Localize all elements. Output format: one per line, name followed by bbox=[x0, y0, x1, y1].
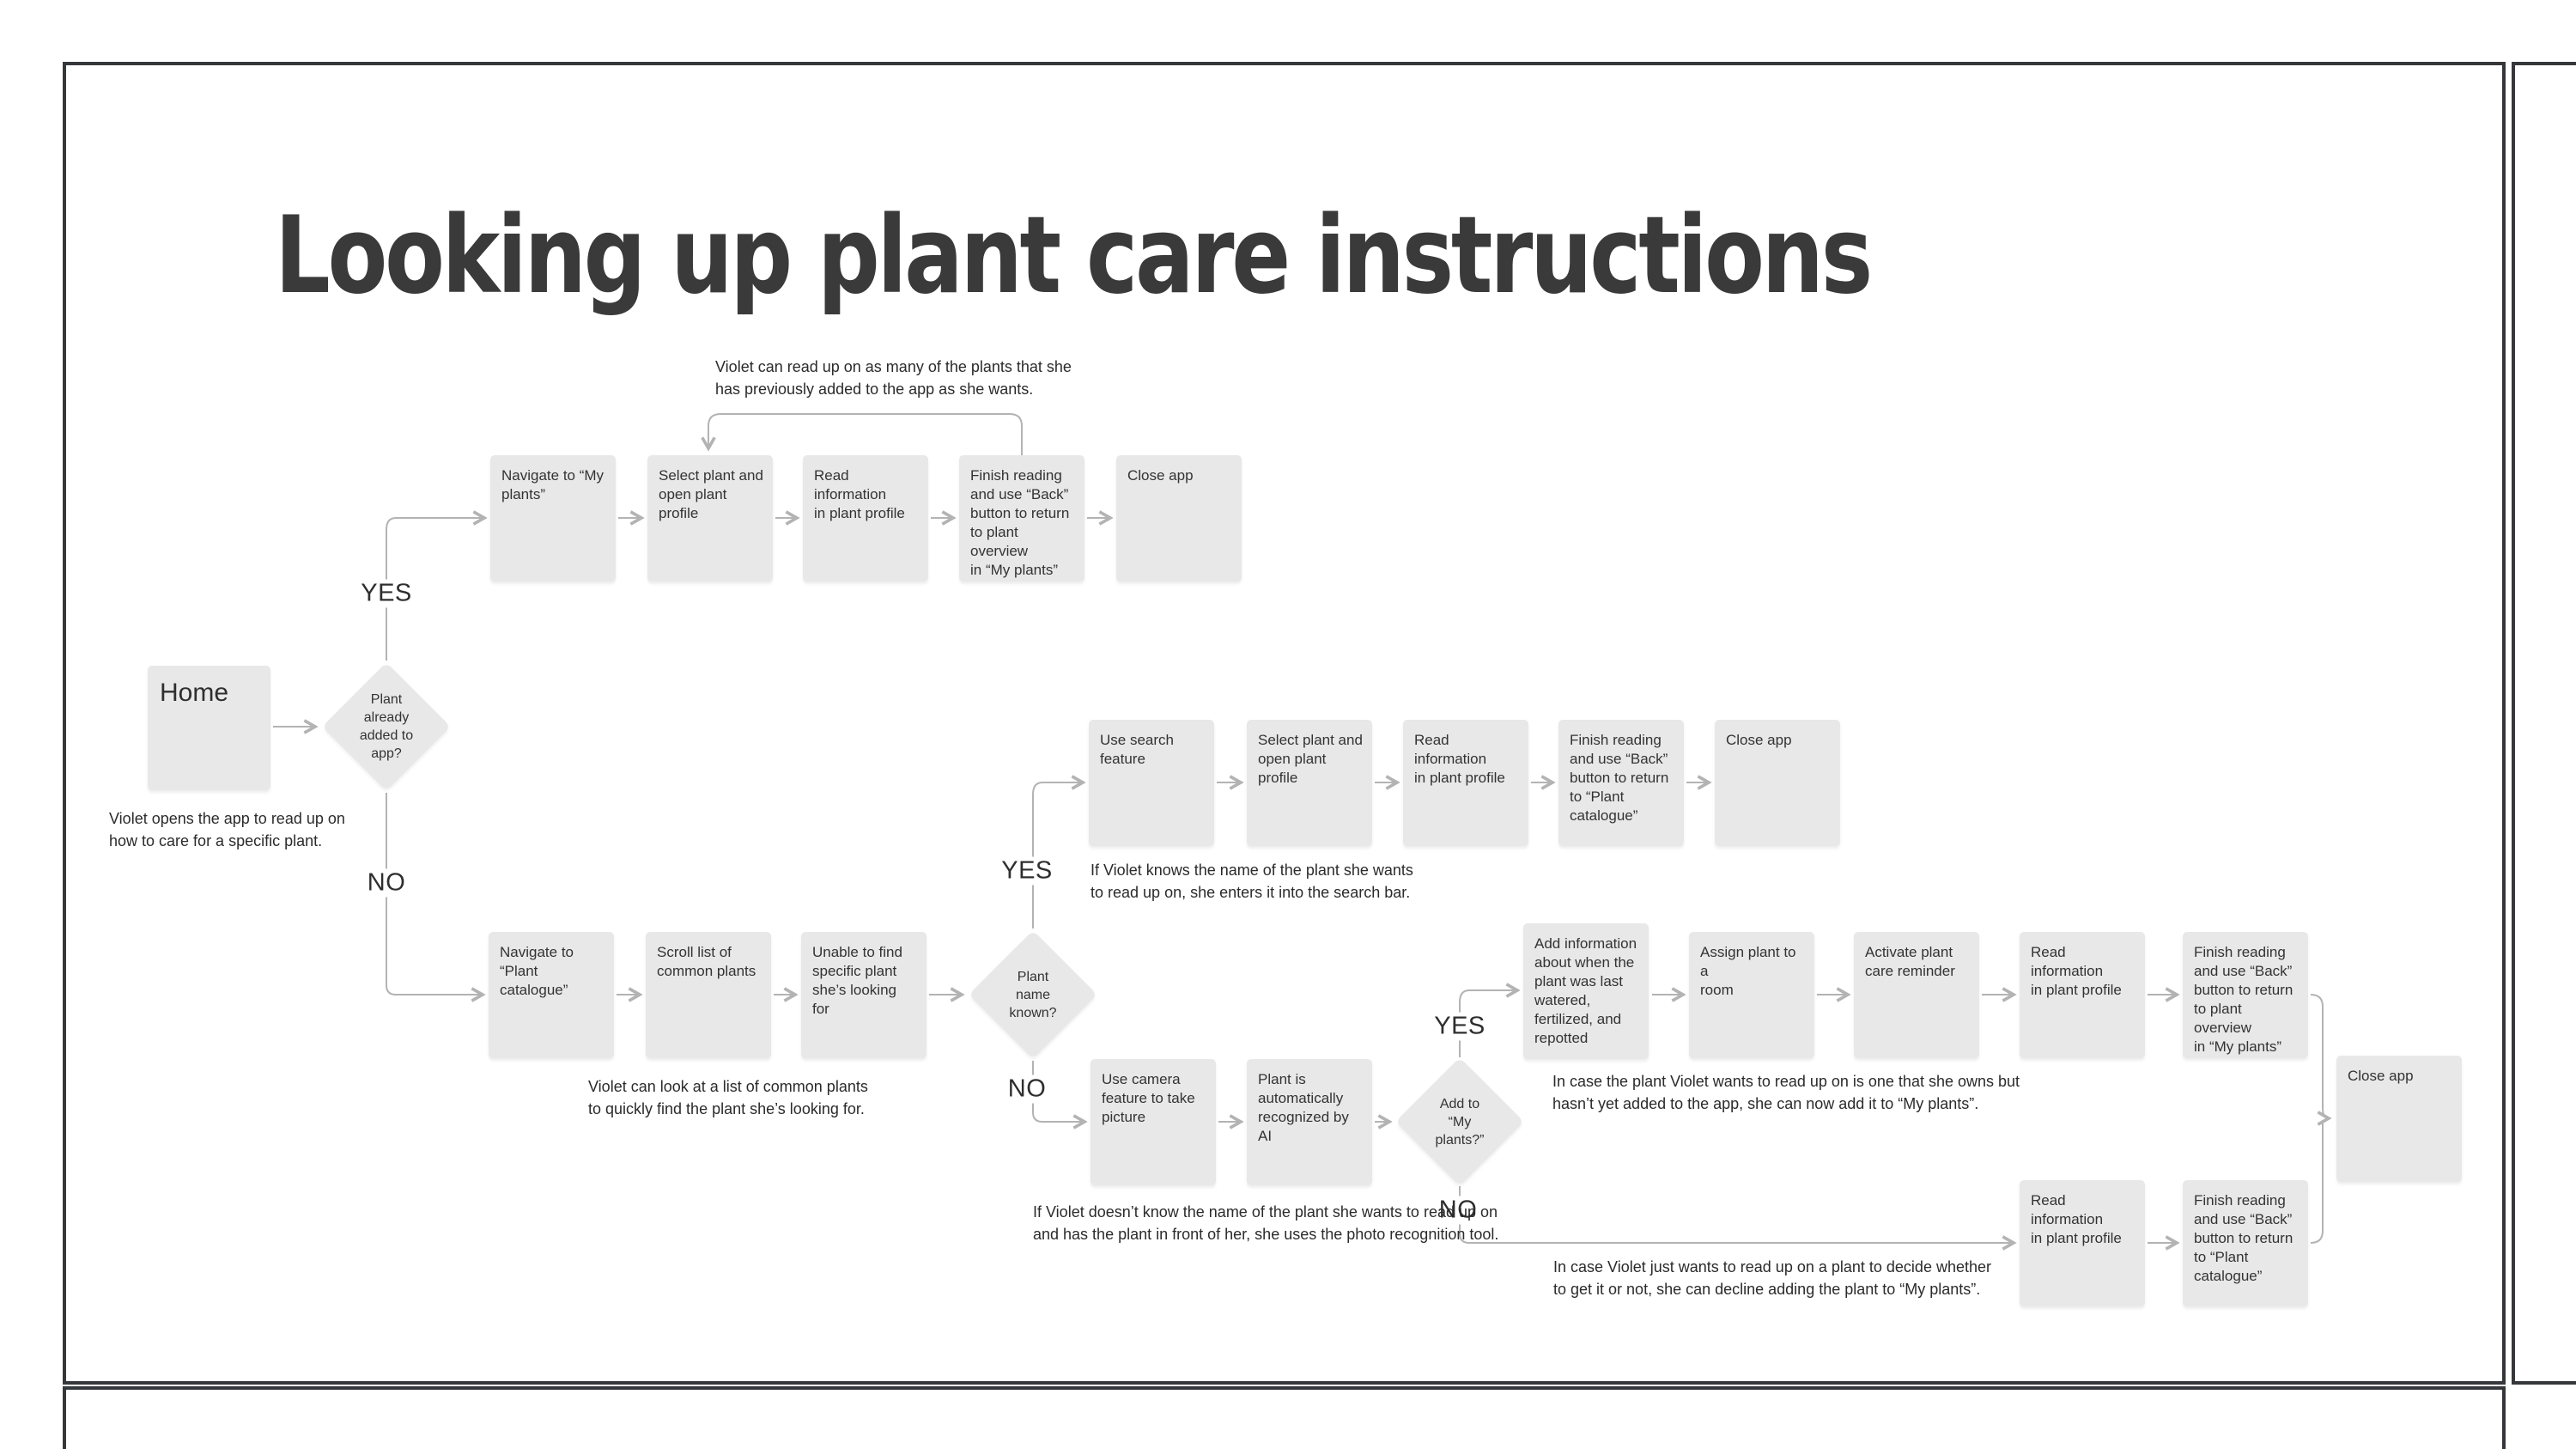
annotation-owned-plant: In case the plant Violet wants to read u… bbox=[1552, 1073, 2020, 1112]
flow-node-read-info-owned[interactable]: Read information in plant profile bbox=[2020, 932, 2145, 1058]
flow-node-finish-back-catalogue-declined[interactable]: Finish reading and use “Back” button to … bbox=[2183, 1180, 2308, 1306]
adjacent-frame-bottom bbox=[63, 1386, 2506, 1449]
flow-node-unable-to-find[interactable]: Unable to find specific plant she’s look… bbox=[801, 932, 927, 1058]
flow-node-read-info-search[interactable]: Read information in plant profile bbox=[1403, 720, 1528, 846]
adjacent-frame-right bbox=[2512, 62, 2576, 1385]
annotation-common-plants-list: Violet can look at a list of common plan… bbox=[588, 1078, 868, 1117]
flow-node-assign-room[interactable]: Assign plant to a room bbox=[1689, 932, 1814, 1058]
decision-plant-already-added[interactable]: Plant already added to app? bbox=[322, 662, 451, 791]
annotation-decline-adding: In case Violet just wants to read up on … bbox=[1553, 1258, 1991, 1298]
annotation-opens-app: Violet opens the app to read up on how t… bbox=[109, 810, 345, 849]
flow-node-finish-back-my-plants-top[interactable]: Finish reading and use “Back” button to … bbox=[959, 455, 1084, 581]
flow-node-close-app-right[interactable]: Close app bbox=[2336, 1056, 2462, 1182]
flow-node-select-plant-profile-search[interactable]: Select plant and open plant profile bbox=[1247, 720, 1372, 846]
flow-node-navigate-catalogue[interactable]: Navigate to “Plant catalogue” bbox=[489, 932, 614, 1058]
flow-node-use-search[interactable]: Use search feature bbox=[1089, 720, 1214, 846]
flow-node-ai-recognized[interactable]: Plant is automatically recognized by AI bbox=[1247, 1059, 1372, 1185]
flow-node-close-app-search[interactable]: Close app bbox=[1715, 720, 1840, 846]
flow-node-read-info-declined[interactable]: Read information in plant profile bbox=[2020, 1180, 2145, 1306]
flow-node-activate-reminder[interactable]: Activate plant care reminder bbox=[1854, 932, 1979, 1058]
label-yes-already-added: YES bbox=[356, 579, 416, 608]
flow-node-use-camera[interactable]: Use camera feature to take picture bbox=[1091, 1059, 1216, 1185]
flow-node-finish-back-catalogue-search[interactable]: Finish reading and use “Back” button to … bbox=[1558, 720, 1684, 846]
label-no-already-added: NO bbox=[362, 868, 410, 898]
flow-node-select-plant-profile-top[interactable]: Select plant and open plant profile bbox=[647, 455, 773, 581]
flow-node-read-info-top[interactable]: Read information in plant profile bbox=[803, 455, 928, 581]
decision-plant-name-known[interactable]: Plant name known? bbox=[969, 930, 1097, 1059]
annotation-read-many-plants: Violet can read up on as many of the pla… bbox=[715, 358, 1072, 398]
annotation-photo-recognition: If Violet doesn’t know the name of the p… bbox=[1033, 1203, 1499, 1243]
decision-add-to-my-plants[interactable]: Add to “My plants?” bbox=[1395, 1057, 1524, 1186]
flow-node-navigate-my-plants[interactable]: Navigate to “My plants” bbox=[490, 455, 616, 581]
label-no-name-known: NO bbox=[1003, 1075, 1051, 1104]
label-yes-add-plant: YES bbox=[1430, 1012, 1490, 1041]
label-yes-name-known: YES bbox=[997, 856, 1057, 886]
flow-node-finish-back-my-plants-owned[interactable]: Finish reading and use “Back” button to … bbox=[2183, 932, 2308, 1058]
page-title: Looking up plant care instructions bbox=[275, 194, 1873, 318]
annotation-knows-name: If Violet knows the name of the plant sh… bbox=[1091, 861, 1413, 901]
flow-node-scroll-list[interactable]: Scroll list of common plants bbox=[646, 932, 771, 1058]
label-no-add-plant: NO bbox=[1434, 1196, 1482, 1225]
flow-node-close-app-top[interactable]: Close app bbox=[1116, 455, 1242, 581]
flow-node-add-care-info[interactable]: Add information about when the plant was… bbox=[1523, 923, 1649, 1059]
flow-node-home[interactable]: Home bbox=[148, 666, 270, 790]
